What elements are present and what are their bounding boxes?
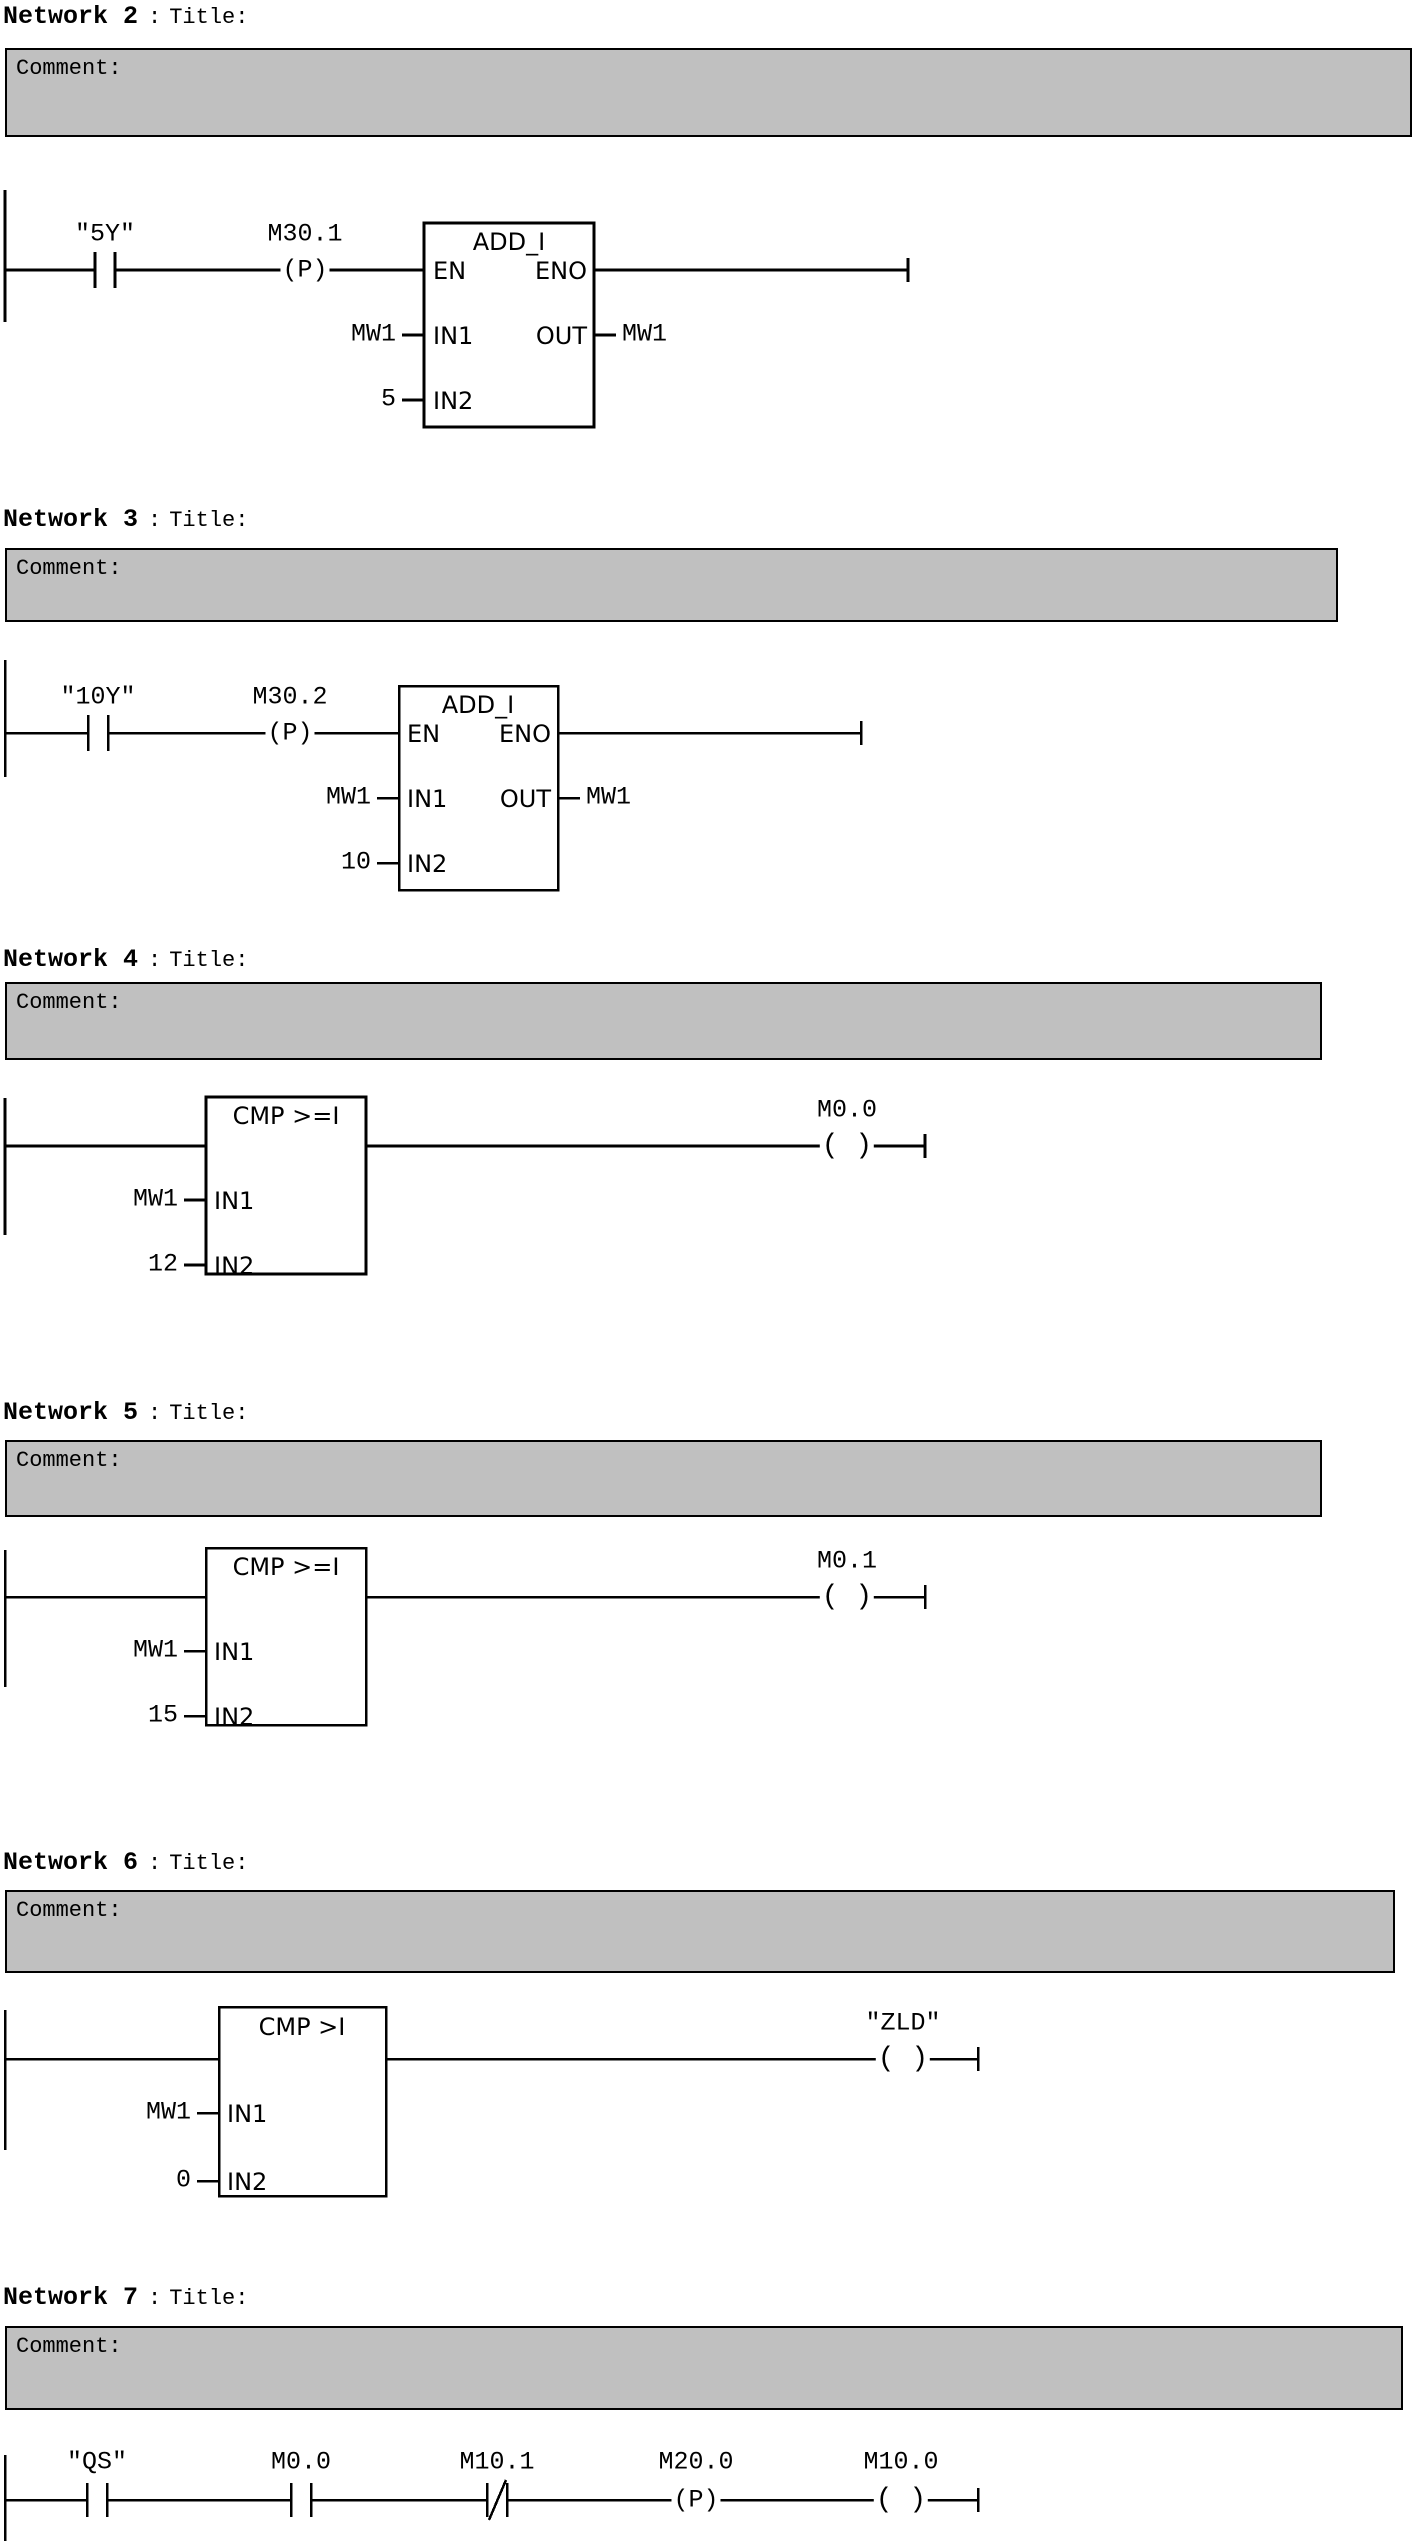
- network-4-wiring: [3, 1095, 927, 1276]
- network-3-wiring: [3, 660, 863, 892]
- add-block-box: [422, 221, 596, 429]
- cmp-block-box: [204, 1546, 368, 1727]
- cmp-block-box: [204, 1095, 368, 1276]
- cmp-block-box: [217, 2005, 388, 2198]
- add-block-box: [397, 684, 560, 892]
- network-6-wiring: [3, 2005, 980, 2198]
- network-2-wiring: [3, 190, 910, 429]
- network-7-wiring: [3, 2455, 980, 2541]
- network-5-wiring: [3, 1546, 927, 1727]
- nc-slash: [487, 2479, 508, 2521]
